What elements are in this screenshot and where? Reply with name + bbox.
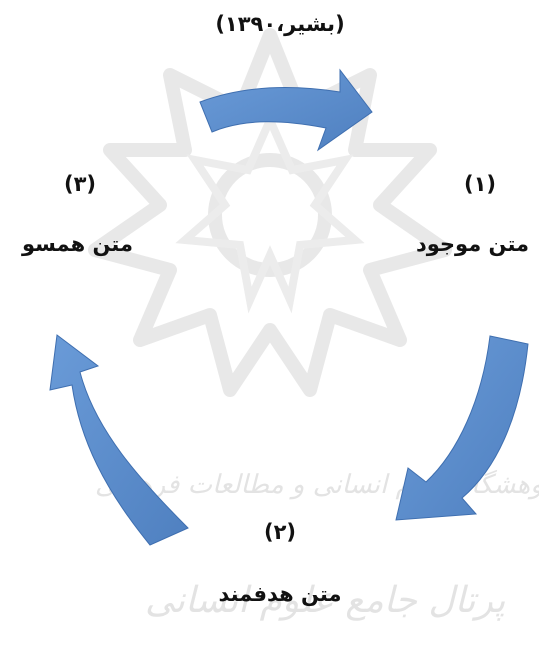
node-2-number: (۲) [263, 520, 297, 544]
node-1-label: متن موجود [415, 232, 530, 256]
watermark-text-line2: پرتال جامع علوم انسانی [145, 580, 506, 621]
arrow-left [49, 334, 189, 546]
arrow-right [395, 335, 529, 521]
node-3-label: متن همسو [22, 232, 133, 256]
watermark-star-inner [175, 110, 365, 314]
node-1-number: (۱) [463, 172, 497, 196]
node-2-label: متن هدفمند [218, 582, 342, 606]
node-3-number: (۳) [63, 172, 97, 196]
arrow-top [199, 68, 373, 152]
citation-label: (بشیر،۱۳۹۰) [215, 12, 345, 36]
watermark-star-outer [88, 28, 452, 397]
